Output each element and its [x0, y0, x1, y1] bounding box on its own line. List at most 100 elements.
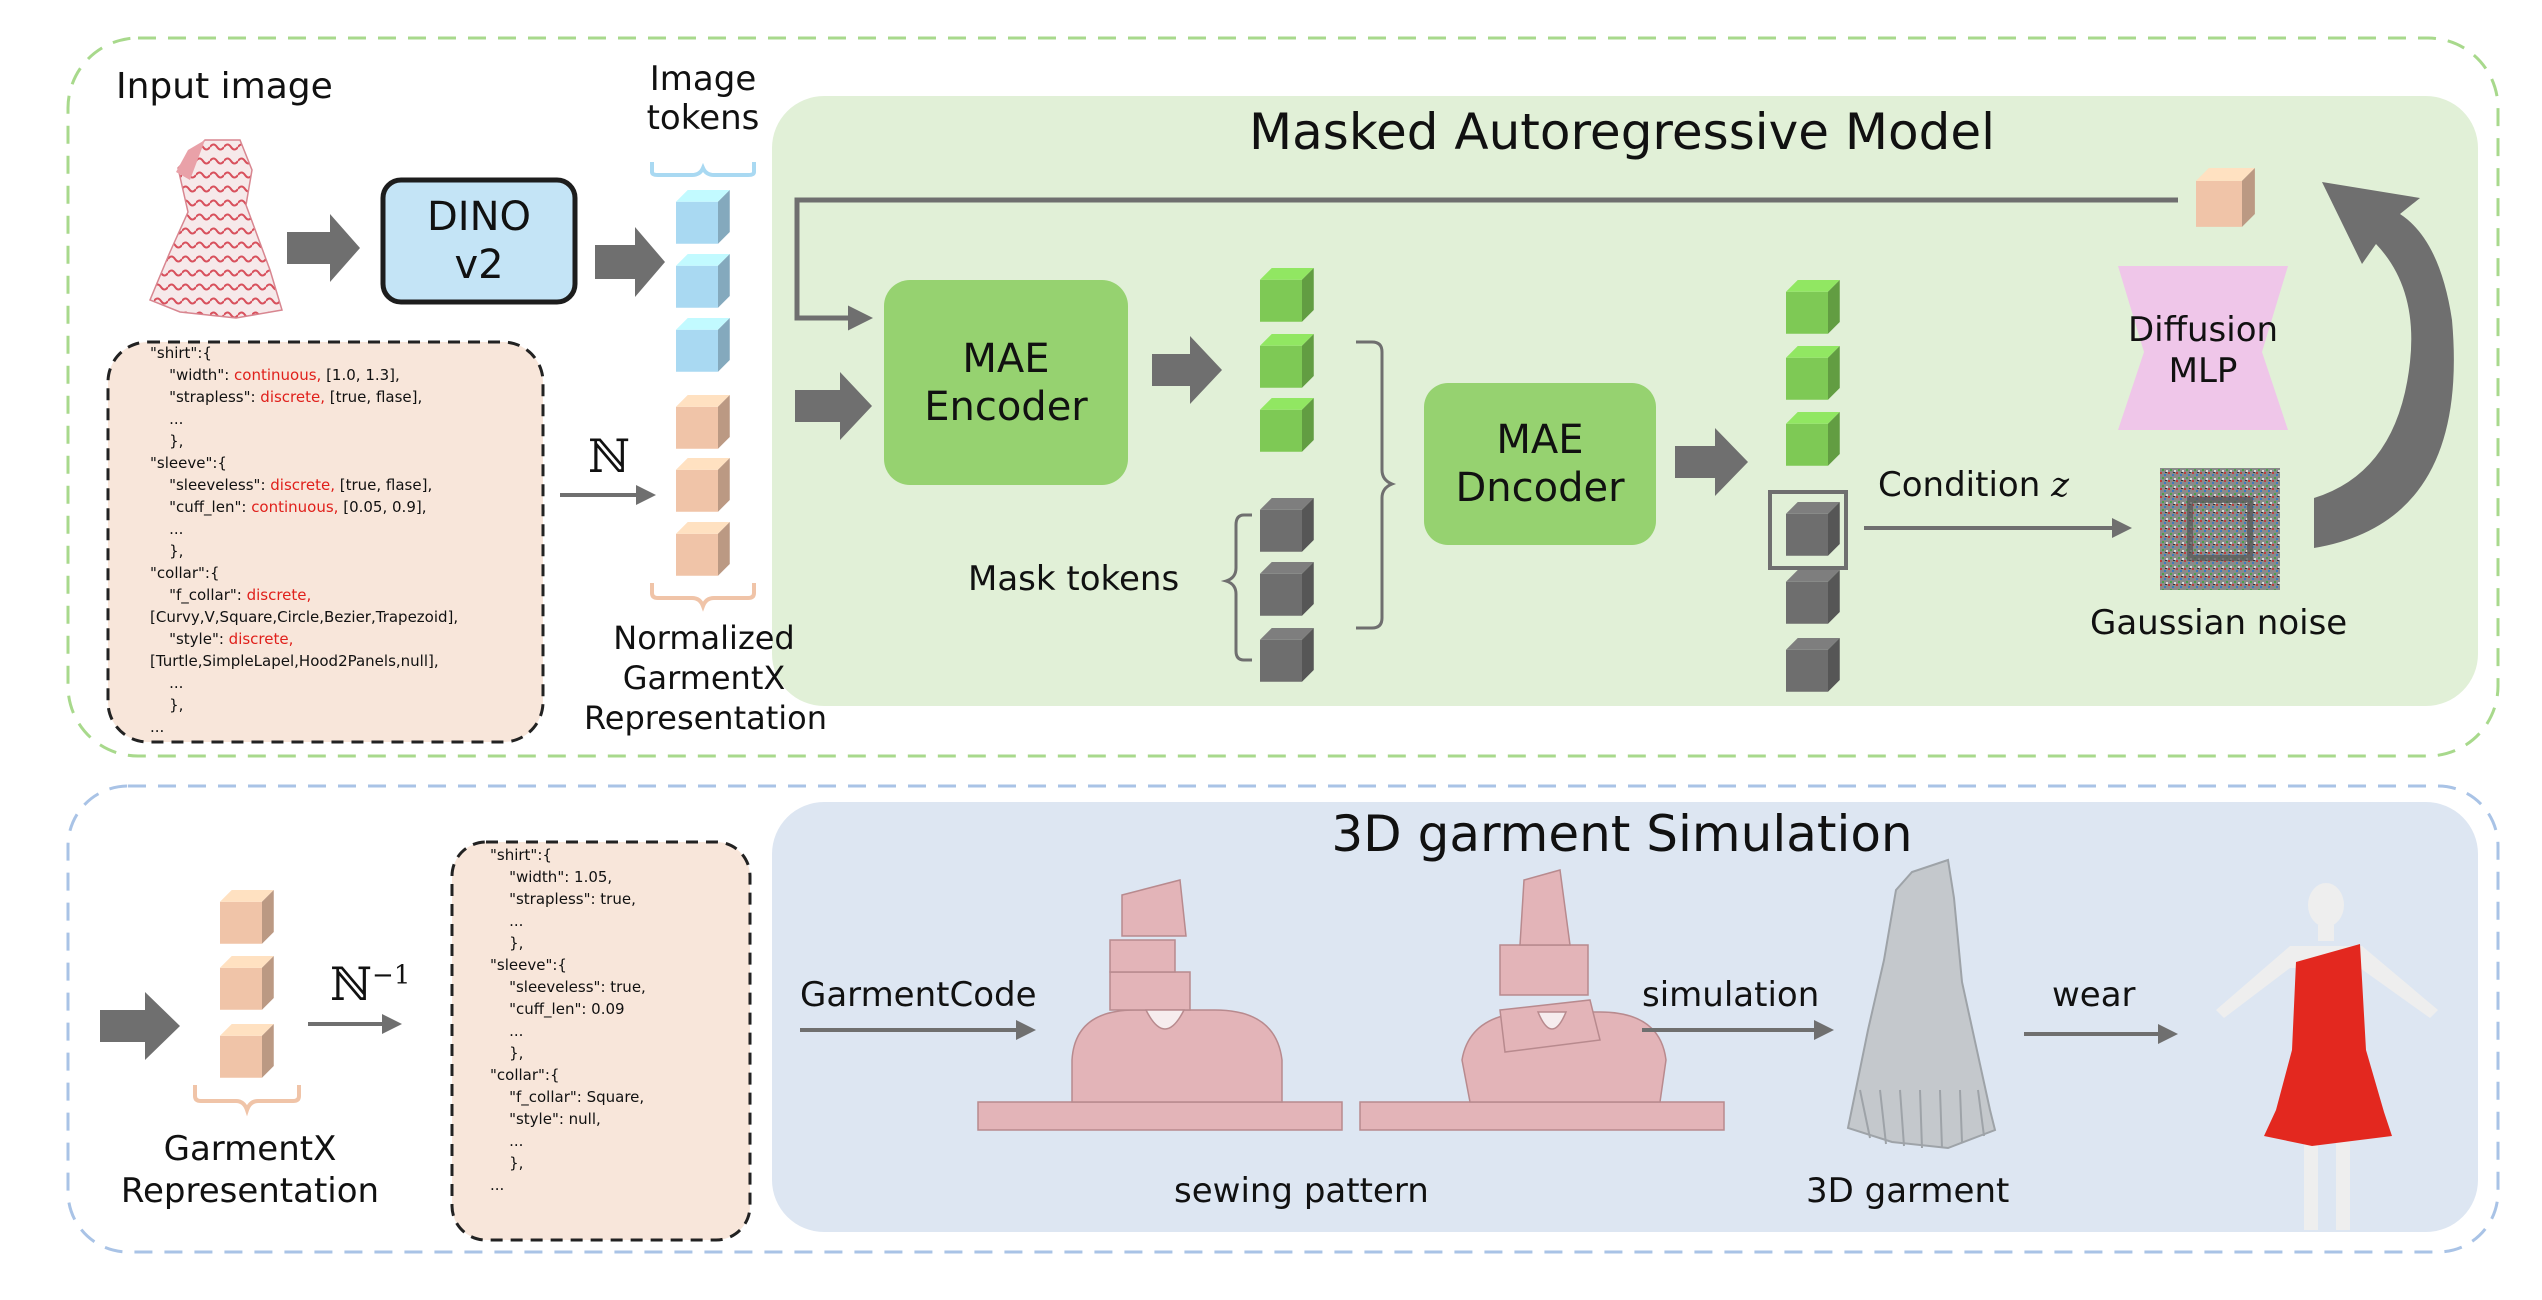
wear-label: wear [2052, 975, 2136, 1015]
gray-3d-garment [1846, 858, 1997, 1150]
token-cube-side [1828, 502, 1840, 556]
feedback-path [794, 197, 2178, 331]
mar-title: Masked Autoregressive Model [1248, 103, 1996, 161]
arrow-into-garmentx [100, 992, 180, 1060]
top-section-border [66, 36, 2500, 758]
token-cube-side [1302, 398, 1314, 452]
token-cube-side [1828, 638, 1840, 692]
image-tokens-label: Image tokens [646, 59, 760, 139]
token-cube [220, 1035, 262, 1078]
dino-v2-label: DINO v2 [426, 194, 531, 288]
normalized-brace [650, 583, 756, 612]
code-bottom-line: ... [490, 1132, 524, 1150]
mae-decoder-label: MAE Dncoder [1455, 417, 1625, 511]
simulation-title: 3D garment Simulation [1331, 805, 1913, 863]
code-top-line: ... [150, 410, 184, 428]
code-bottom-line: }, [490, 1154, 524, 1172]
token-cube [1260, 409, 1302, 452]
token-cube-side [1302, 334, 1314, 388]
token-cube-top [1786, 502, 1840, 514]
token-cube-top [1260, 498, 1314, 510]
token-cube-top [1260, 398, 1314, 410]
code-bottom-line: "sleeve":{ [490, 956, 567, 974]
loop-arrow [2314, 182, 2454, 548]
code-bottom-line: ... [490, 912, 524, 930]
encoder-output-tokens [1260, 268, 1314, 452]
token-cube-side [718, 190, 730, 244]
code-top-line: }, [150, 696, 184, 714]
garmentx-code-box [106, 340, 545, 744]
token-cube [1786, 357, 1828, 400]
code-top-line: "collar":{ [150, 564, 220, 582]
normalized-token-stack [676, 395, 730, 576]
token-cube [676, 329, 718, 372]
token-cube-side [1302, 628, 1314, 682]
arrow-into-encoder [795, 372, 872, 440]
token-cube-side [718, 458, 730, 512]
code-bottom-line: }, [490, 934, 524, 952]
token-cube-side [1302, 268, 1314, 322]
code-bottom-line: "f_collar": Square, [490, 1088, 645, 1106]
token-cube-side [1302, 562, 1314, 616]
token-cube-top [220, 890, 274, 902]
token-cube-top [676, 395, 730, 407]
arrow-encoder-to-tokens [1152, 336, 1222, 404]
token-cube-top [1786, 280, 1840, 292]
combined-tokens-brace [1356, 340, 1397, 630]
code-bottom-line: "cuff_len": 0.09 [490, 1000, 625, 1018]
token-cube [1260, 639, 1302, 682]
garment-params-code-box [450, 840, 752, 1242]
token-cube-top [1786, 412, 1840, 424]
token-cube-top [1260, 628, 1314, 640]
token-cube-top [220, 1024, 274, 1036]
code-bottom-line: "sleeveless": true, [490, 978, 646, 996]
token-cube-top [676, 318, 730, 330]
token-cube-side [1828, 346, 1840, 400]
mae-encoder-box [884, 280, 1128, 485]
mask-tokens-label: Mask tokens [968, 559, 1180, 599]
code-bottom-line: "shirt":{ [490, 846, 552, 864]
code-bottom-line: "width": 1.05, [490, 868, 613, 886]
simulation-label: simulation [1642, 975, 1820, 1015]
token-cube-side [1828, 280, 1840, 334]
selected-token-highlight [1768, 490, 1848, 570]
token-cube-top [1260, 334, 1314, 346]
token-cube-side [262, 890, 274, 944]
arrow-dino-to-tokens [595, 227, 665, 297]
token-cube-top [1786, 570, 1840, 582]
token-cube [220, 967, 262, 1010]
code-top-line: "style": discrete, [150, 630, 294, 648]
code-top-line: "width": continuous, [1.0, 1.3], [150, 366, 400, 384]
code-bottom-line: "strapless": true, [490, 890, 636, 908]
normalized-representation-label: Normalized GarmentX Representation [584, 619, 828, 737]
token-cube-top [1260, 268, 1314, 280]
token-cube-side [1828, 412, 1840, 466]
code-top-line: }, [150, 432, 184, 450]
image-token-stack [676, 190, 730, 372]
token-cube-top [2196, 168, 2255, 181]
token-cube [1786, 291, 1828, 334]
arrow-image-to-dino [287, 214, 360, 282]
token-cube [1786, 423, 1828, 466]
code-top-line: "sleeve":{ [150, 454, 227, 472]
token-cube [220, 901, 262, 944]
token-cube-side [718, 522, 730, 576]
mae-decoder-box [1424, 383, 1656, 545]
token-cube-top [1786, 638, 1840, 650]
input-image-label: Input image [116, 66, 333, 107]
sewing-pattern-label: sewing pattern [1174, 1171, 1429, 1211]
token-cube [1260, 573, 1302, 616]
sewing-pattern-1 [977, 879, 1343, 1131]
code-bottom-line: "collar":{ [490, 1066, 560, 1084]
mask-tokens-brace [1220, 513, 1252, 662]
gaussian-noise-label: Gaussian noise [2090, 603, 2348, 643]
token-cube [1786, 649, 1828, 692]
token-cube-side [262, 1024, 274, 1078]
normalize-symbol: ℕ [588, 429, 631, 483]
token-cube-top [220, 956, 274, 968]
token-cube [1260, 509, 1302, 552]
mask-token-stack [1260, 498, 1314, 682]
token-cube-top [676, 190, 730, 202]
code-top-line: "sleeveless": discrete, [true, flase], [150, 476, 433, 494]
